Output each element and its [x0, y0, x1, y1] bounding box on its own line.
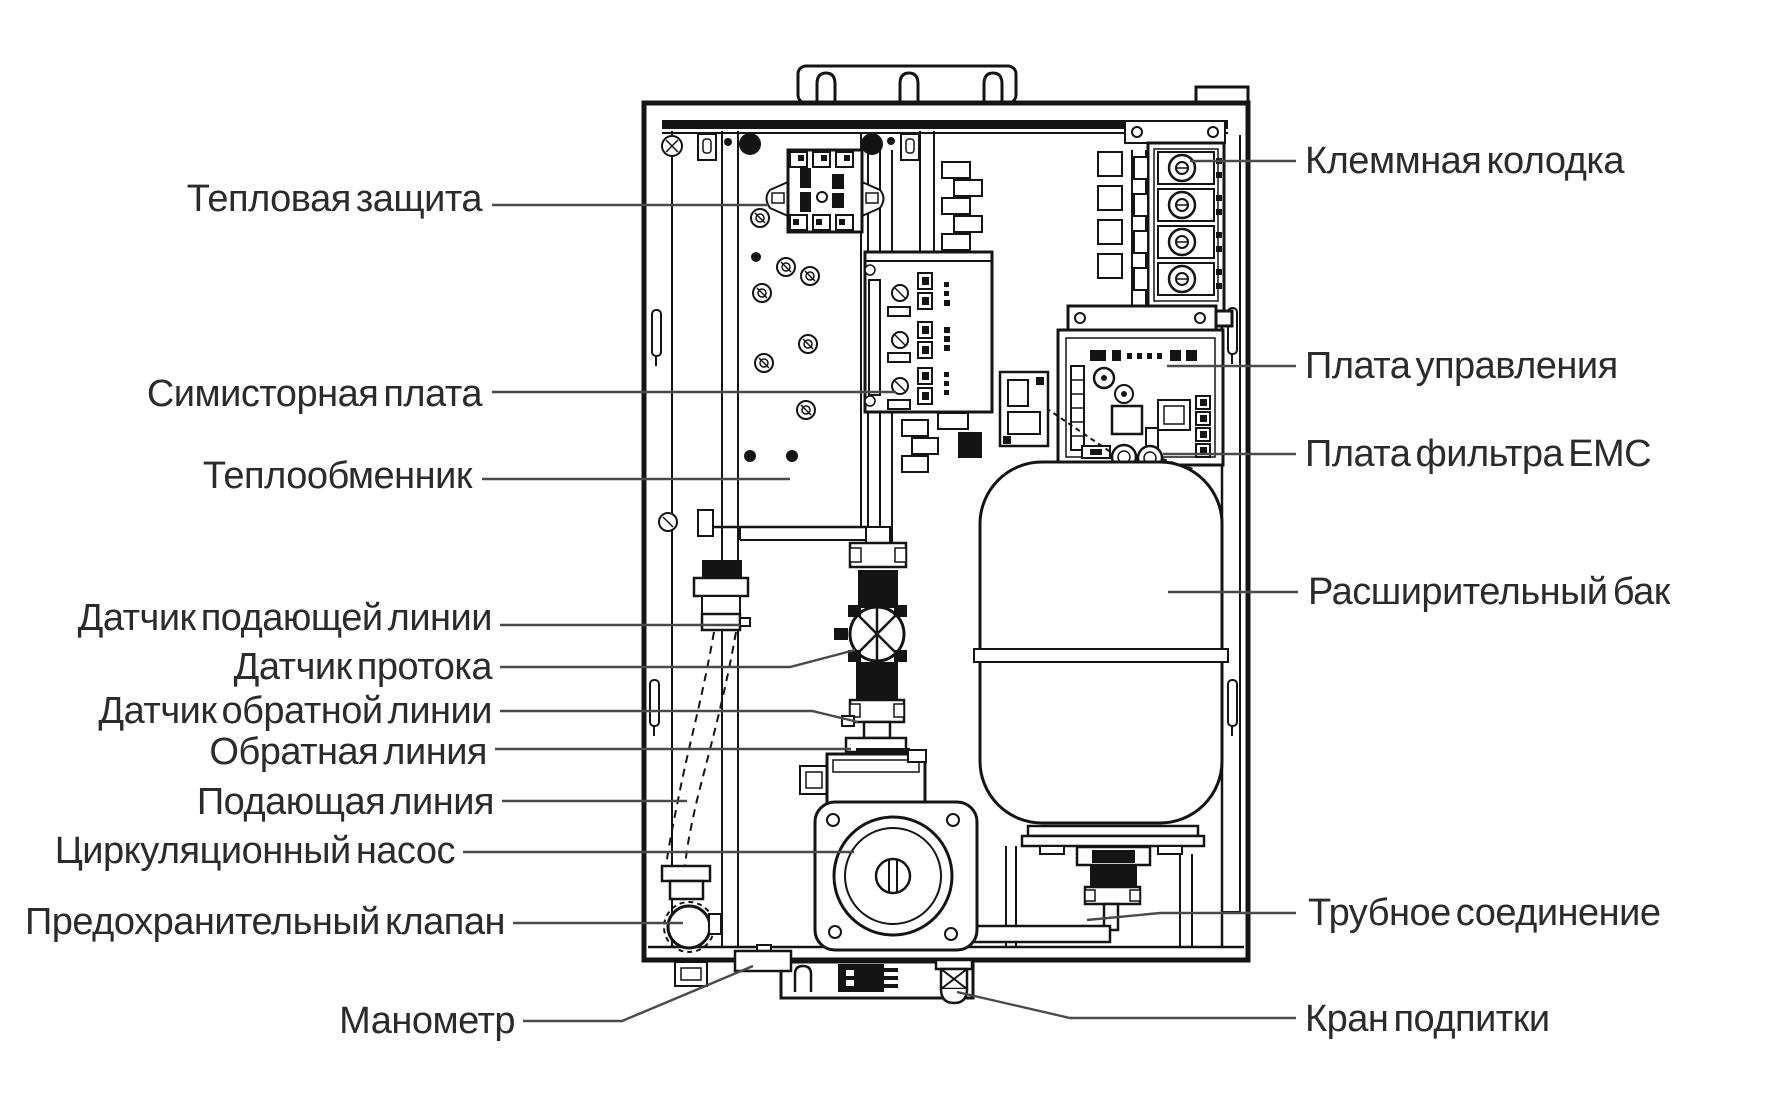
top-screw-row: [661, 120, 1226, 161]
bus-bar-stack: [919, 131, 983, 252]
lower-connector-stack: [901, 419, 982, 473]
label-return-line-sensor: Датчик обратной линии: [98, 690, 492, 732]
label-terminal-block: Клеммная колодка: [1305, 140, 1625, 182]
top-mounting-bracket: [796, 64, 1250, 105]
triac-board: [863, 250, 994, 430]
labels: Тепловая защита Симисторная плата Теплоо…: [25, 140, 1671, 1042]
label-emc-filter-board: Плата фильтра EMC: [1305, 433, 1651, 475]
pressure-gauge-part: [733, 944, 793, 973]
label-thermal-protection: Тепловая защита: [187, 178, 484, 220]
terminal-row-4: [1133, 262, 1222, 296]
label-pressure-gauge: Манометр: [339, 1000, 515, 1042]
expansion-tank: [973, 460, 1229, 947]
flow-valve-assembly: [834, 526, 908, 754]
triac-board-dots: [944, 282, 950, 395]
label-flow-sensor: Датчик протока: [234, 646, 494, 688]
label-circulation-pump: Циркуляционный насос: [55, 830, 455, 872]
label-safety-valve: Предохранительный клапан: [25, 901, 505, 943]
heat-exchanger-plate: [658, 133, 869, 541]
terminal-block: [1097, 141, 1234, 332]
heat-exchanger-screws: [744, 208, 820, 462]
control-board: [1045, 304, 1225, 472]
label-control-board: Плата управления: [1305, 345, 1618, 387]
emc-filter-board: [998, 370, 1050, 448]
triac-board-pads: [917, 272, 933, 405]
terminal-row-2: [1133, 188, 1222, 222]
leader-lines: [463, 159, 1298, 1023]
label-return-line: Обратная линия: [209, 731, 487, 773]
makeup-valve-leader: [956, 990, 1296, 1020]
label-supply-line: Подающая линия: [197, 781, 494, 823]
label-supply-line-sensor: Датчик подающей линии: [78, 597, 492, 639]
label-triac-board: Симисторная плата: [147, 373, 484, 415]
label-pipe-connection: Трубное соединение: [1308, 892, 1661, 934]
label-expansion-tank: Расширительный бак: [1308, 571, 1671, 613]
label-heat-exchanger: Теплообменник: [203, 455, 473, 497]
return-line-sensor-leader: [500, 709, 859, 724]
control-board-components: [1070, 350, 1211, 459]
pipe-connection-leader: [1086, 911, 1296, 922]
safety-valve: [660, 864, 722, 953]
circulation-pump: [799, 748, 979, 952]
pressure-gauge-leader: [523, 964, 754, 1023]
flow-sensor-valve: [834, 605, 907, 663]
thermal-protection-device: [765, 148, 885, 234]
terminal-row-3: [1133, 225, 1222, 259]
makeup-valve-part: [934, 958, 974, 1005]
boiler-drawing: [641, 64, 1251, 1005]
terminal-row-1: [1133, 151, 1222, 185]
label-makeup-valve: Кран подпитки: [1305, 998, 1550, 1040]
flow-sensor-leader: [500, 648, 856, 669]
pipe-connection: [960, 845, 1152, 944]
